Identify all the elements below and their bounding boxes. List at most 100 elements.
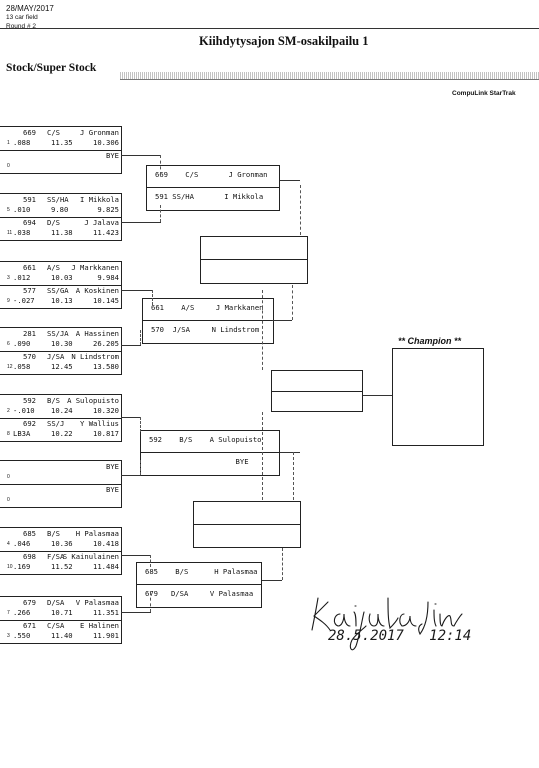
driver-name: N Lindstrom	[71, 352, 119, 361]
class-name: Stock/Super Stock	[6, 62, 97, 74]
reaction-time: .058	[13, 362, 31, 371]
car-number: 577	[23, 286, 36, 295]
lane-number: 7	[7, 610, 10, 616]
car-class: B/S	[47, 396, 60, 405]
match-divider	[272, 391, 362, 392]
match-divider	[141, 452, 279, 453]
round2-match-3: 592 B/S A Sulopuisto BYE	[140, 430, 280, 476]
driver-name: BYE	[106, 151, 119, 160]
dial-in: 10.320	[93, 406, 119, 415]
driver-name: H Palasmaa	[75, 529, 119, 538]
round2-entry-top: 685 B/S H Palasmaa	[145, 567, 258, 576]
dial-in: 9.984	[97, 273, 119, 282]
lane-number: 0	[7, 474, 10, 480]
vendor-label: CompuLink StarTrak	[452, 90, 516, 97]
driver-name: I Mikkola	[80, 195, 119, 204]
round3-match-1	[200, 236, 308, 284]
match-divider	[147, 187, 279, 188]
round2-match-2: 661 A/S J Markkanen 570 J/SA N Lindstrom	[142, 298, 274, 344]
match-divider	[0, 351, 121, 352]
reaction-time: -.010	[13, 406, 35, 415]
round-number: Round # 2	[6, 23, 36, 30]
round3-match-2	[193, 501, 301, 548]
match-divider	[0, 418, 121, 419]
car-class: D/S	[47, 218, 60, 227]
match-divider	[0, 484, 121, 485]
round2-entry-top: 592 B/S A Sulopuisto	[149, 435, 262, 444]
car-class: J/SA	[47, 352, 65, 361]
car-class: B/S	[47, 529, 60, 538]
round2-entry-top: 661 A/S J Markkanen	[151, 303, 264, 312]
lane-number: 9	[7, 298, 10, 304]
lane-number: 0	[7, 497, 10, 503]
car-class: F/SA	[47, 552, 65, 561]
car-number: 661	[23, 263, 36, 272]
field-size: 13 car field	[6, 14, 38, 21]
dial-in: 11.351	[93, 608, 119, 617]
dial-in: 11.484	[93, 562, 119, 571]
elapsed-time: 9.80	[51, 205, 69, 214]
driver-name: Y Wallius	[80, 419, 119, 428]
round2-entry-bottom: 591 SS/HA I Mikkola	[155, 192, 264, 201]
dial-in: 9.825	[97, 205, 119, 214]
match-divider	[137, 584, 261, 585]
elapsed-time: 10.13	[51, 296, 73, 305]
round2-entry-bottom: 570 J/SA N Lindstrom	[151, 325, 260, 334]
lane-number: 6	[7, 341, 10, 347]
reaction-time: .046	[13, 539, 31, 548]
match-divider	[201, 259, 307, 260]
match-divider	[194, 524, 300, 525]
round2-entry-top: 669 C/S J Gronman	[155, 170, 268, 179]
dial-in: 10.817	[93, 429, 119, 438]
elapsed-time: 10.22	[51, 429, 73, 438]
lane-number: 2	[7, 408, 10, 414]
lane-number: 3	[7, 275, 10, 281]
car-number: 669	[23, 128, 36, 137]
reaction-time: .266	[13, 608, 31, 617]
match-divider	[0, 620, 121, 621]
reaction-time: .169	[13, 562, 31, 571]
dial-in: 11.423	[93, 228, 119, 237]
car-number: 692	[23, 419, 36, 428]
match-divider	[0, 150, 121, 151]
dial-in: 10.418	[93, 539, 119, 548]
car-class: SS/JA	[47, 329, 69, 338]
reaction-time: .038	[13, 228, 31, 237]
driver-name: S Kainulainen	[62, 552, 119, 561]
car-class: D/SA	[47, 598, 65, 607]
driver-name: V Palasmaa	[75, 598, 119, 607]
car-class: A/S	[47, 263, 60, 272]
reaction-time: .012	[13, 273, 31, 282]
car-class: SS/GA	[47, 286, 69, 295]
reaction-time: LB3A	[13, 429, 31, 438]
reaction-time: .090	[13, 339, 31, 348]
dial-in: 26.205	[93, 339, 119, 348]
lane-number: 5	[7, 207, 10, 213]
event-title: Kiihdytysajon SM-osakilpailu 1	[199, 34, 369, 48]
dial-in: 13.580	[93, 362, 119, 371]
driver-name: E Halinen	[80, 621, 119, 630]
event-date: 28/MAY/2017	[6, 4, 54, 13]
elapsed-time: 11.52	[51, 562, 73, 571]
match-divider	[143, 320, 273, 321]
car-number: 591	[23, 195, 36, 204]
lane-number: 11	[7, 230, 13, 236]
elapsed-time: 11.40	[51, 631, 73, 640]
match-divider	[0, 551, 121, 552]
match-divider	[0, 285, 121, 286]
lane-number: 0	[7, 163, 10, 169]
reaction-time: .010	[13, 205, 31, 214]
class-hatch-rule	[120, 79, 539, 80]
final-match	[271, 370, 363, 412]
champion-box	[392, 348, 484, 446]
lane-number: 8	[7, 431, 10, 437]
car-class: SS/J	[47, 419, 65, 428]
lane-number: 12	[7, 364, 13, 370]
elapsed-time: 10.36	[51, 539, 73, 548]
class-hatch-bar	[120, 72, 539, 79]
